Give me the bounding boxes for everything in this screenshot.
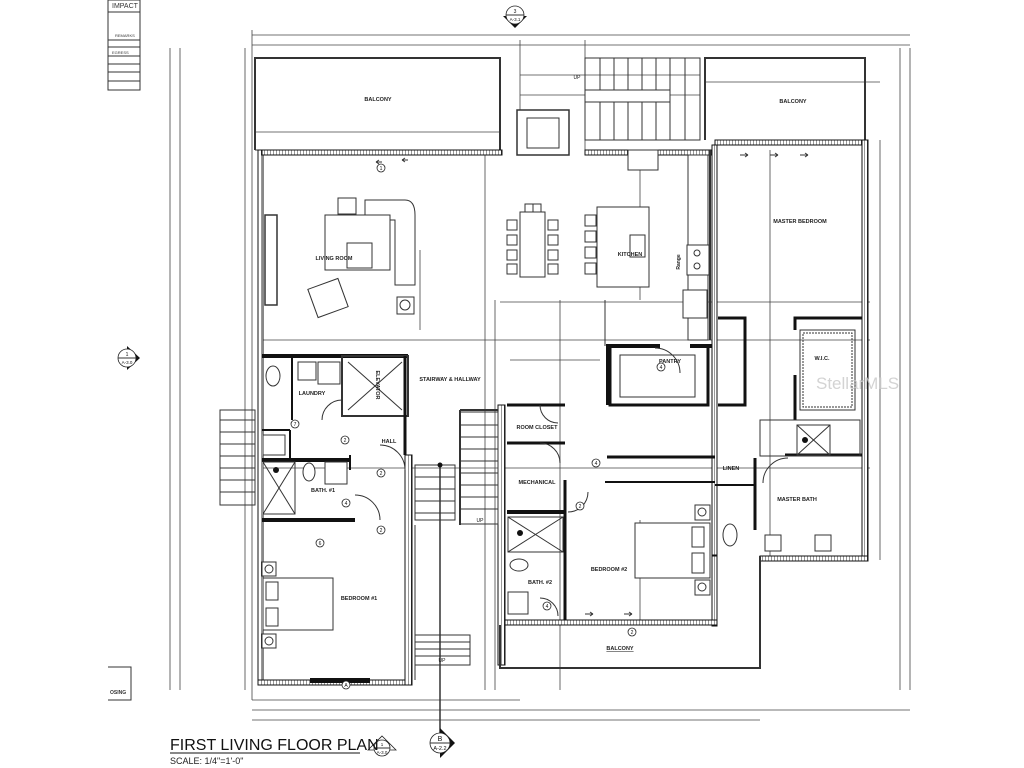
section-marker-bottom: B A-2.2 — [429, 728, 455, 758]
kitchen-furniture: KITCHEN Range — [506, 149, 710, 341]
sectional-sofa — [364, 199, 416, 286]
stairs-top: UP — [574, 57, 701, 141]
room-label-laundry: LAUNDRY — [299, 391, 326, 397]
svg-text:A: A — [344, 683, 348, 689]
bedroom-2-furniture — [567, 491, 711, 596]
coffee-table — [346, 242, 373, 269]
room-label-bath-1: BATH. #1 — [311, 488, 335, 494]
svg-text:2: 2 — [579, 504, 582, 510]
svg-text:4: 4 — [546, 604, 549, 610]
svg-text:1: 1 — [380, 166, 383, 172]
exterior-stair-left — [219, 409, 256, 506]
island-sink — [629, 234, 646, 258]
room-label-elevator: ELEVATOR — [374, 370, 380, 399]
room-label-balcony-bottom: BALCONY — [606, 646, 634, 652]
room-label-room-closet: ROOM CLOSET — [517, 425, 559, 431]
room-label-linen: LINEN — [723, 466, 740, 472]
closet-doors — [539, 404, 561, 464]
stair-up-label: UP — [439, 658, 447, 664]
notes-box-text: OSING — [110, 690, 126, 696]
pantry: PANTRY — [608, 347, 710, 407]
fridge — [682, 289, 708, 319]
drawing-scale: SCALE: 1/4"=1'-0" — [170, 756, 243, 766]
svg-text:A-3.1: A-3.1 — [510, 17, 521, 22]
stairs-bottom: UP — [414, 634, 471, 666]
stair-up-label: UP — [477, 518, 485, 524]
room-label-bath-2: BATH. #2 — [528, 580, 552, 586]
range-label: Range — [676, 254, 682, 270]
range — [686, 244, 710, 276]
room-label-wic: W.I.C. — [815, 356, 830, 362]
room-label-bedroom-1: BEDROOM #1 — [341, 596, 377, 602]
section-marker-top: 3 A-3.1 — [503, 5, 527, 28]
title-marker: 1 A-3.0 — [367, 735, 397, 757]
room-label-master-bedroom: MASTER BEDROOM — [773, 219, 827, 225]
fireplace-insert — [526, 117, 560, 149]
room-label-living-room: LIVING ROOM — [316, 256, 353, 262]
svg-text:4: 4 — [345, 501, 348, 507]
drawing-title: FIRST LIVING FLOOR PLAN — [170, 737, 379, 754]
sliding-door-arrows — [375, 152, 809, 617]
living-room-furniture — [264, 197, 416, 319]
room-label-bedroom-2: BEDROOM #2 — [591, 567, 627, 573]
svg-text:2: 2 — [380, 471, 383, 477]
watermark: StellarMLS — [816, 374, 899, 393]
svg-text:7: 7 — [294, 422, 297, 428]
svg-text:6: 6 — [319, 541, 322, 547]
room-label-balcony-top-left: BALCONY — [364, 97, 392, 103]
room-label-master-bath: MASTER BATH — [777, 497, 817, 503]
dining-table — [519, 211, 546, 278]
stamp-header: IMPACT — [112, 3, 139, 10]
room-label-hall: HALL — [382, 439, 397, 445]
notes-box: OSING — [108, 666, 132, 701]
stamp-row: EGRESS — [112, 50, 129, 55]
dimension-lines — [169, 30, 911, 721]
bedroom-1-furniture — [261, 561, 370, 683]
svg-text:2: 2 — [380, 528, 383, 534]
room-label-stairway-hallway: STAIRWAY & HALLWAY — [419, 377, 481, 383]
stamp-table: IMPACT REMARKS EGRESS — [107, 0, 141, 91]
section-marker-left: 1 A-3.0 — [117, 346, 140, 370]
sink — [627, 149, 659, 171]
svg-text:1: 1 — [126, 352, 129, 358]
elevator-shaft — [341, 355, 409, 417]
balcony-top-left: BALCONY — [254, 57, 501, 151]
tv-console — [264, 214, 278, 306]
stairs-middle: UP — [414, 411, 499, 735]
svg-text:A-2.2: A-2.2 — [433, 746, 446, 752]
door-tags: 1 2 2 2 2 2 4 4 4 4 6 7 A — [290, 163, 666, 690]
interior-walls — [262, 150, 862, 620]
bath-2-fixtures — [507, 516, 564, 617]
svg-text:A-3.0: A-3.0 — [377, 750, 388, 755]
balcony-top-right: BALCONY — [704, 57, 866, 140]
svg-text:2: 2 — [344, 438, 347, 444]
svg-text:4: 4 — [595, 461, 598, 467]
room-label-pantry: PANTRY — [659, 359, 681, 365]
svg-text:A-3.0: A-3.0 — [122, 360, 133, 365]
svg-text:4: 4 — [660, 365, 663, 371]
armchair — [307, 277, 349, 319]
svg-text:1: 1 — [381, 742, 384, 747]
room-label-mechanical: MECHANICAL — [519, 480, 557, 486]
svg-text:B: B — [438, 736, 443, 743]
svg-text:3: 3 — [514, 9, 517, 15]
svg-text:2: 2 — [631, 630, 634, 636]
master-bath-fixtures — [722, 424, 832, 552]
bath-laundry-fixtures — [262, 361, 406, 521]
stamp-row: REMARKS — [115, 33, 135, 38]
room-label-balcony-top-right: BALCONY — [779, 99, 807, 105]
stair-up-label: UP — [574, 75, 582, 81]
room-label-kitchen: KITCHEN — [618, 252, 642, 258]
